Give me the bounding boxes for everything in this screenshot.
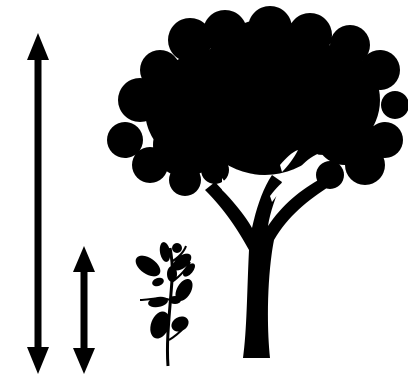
short-height-arrow — [73, 246, 95, 374]
seedling-icon — [132, 241, 197, 366]
tall-height-arrow — [27, 33, 49, 374]
